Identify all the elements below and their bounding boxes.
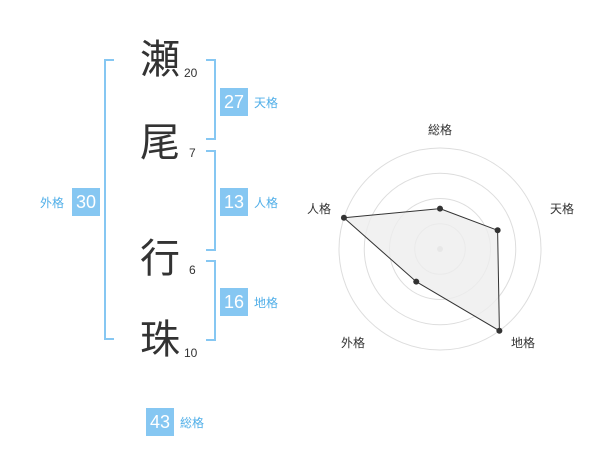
radar-axis-label-soukaku: 総格 xyxy=(428,123,453,137)
radar-point xyxy=(496,327,503,334)
chikaku-bracket xyxy=(206,260,216,341)
name-char-1-strokes: 20 xyxy=(184,66,198,80)
radar-axis-label-chikaku: 地格 xyxy=(511,336,536,350)
radar-series-polygon xyxy=(342,208,500,332)
name-char-2-strokes: 7 xyxy=(189,146,196,160)
gaikaku-value: 30 xyxy=(72,188,100,216)
gaikaku-bracket xyxy=(104,59,114,340)
name-char-3: 行 xyxy=(140,236,180,282)
radar-grid-ring xyxy=(338,147,542,351)
tenkaku-value: 27 xyxy=(220,88,248,116)
chikaku-label: 地格 xyxy=(254,296,279,310)
tenkaku-bracket xyxy=(206,59,216,140)
radar-point xyxy=(494,227,501,234)
name-char-1: 瀬 xyxy=(140,37,180,83)
name-char-4: 珠 xyxy=(140,317,180,363)
jinkaku-label: 人格 xyxy=(254,196,279,210)
radar-axis-label-gaikaku: 外格 xyxy=(341,336,366,350)
radar-axis-label-tenkaku: 天格 xyxy=(550,202,575,216)
radar-grid-ring xyxy=(363,172,517,326)
tenkaku-label: 天格 xyxy=(254,96,279,110)
chikaku-value: 16 xyxy=(220,288,248,316)
radar-point xyxy=(437,205,443,212)
radar-point xyxy=(413,278,420,285)
soukaku-label: 総格 xyxy=(180,416,205,430)
name-char-2: 尾 xyxy=(140,120,180,166)
jinkaku-bracket xyxy=(206,150,216,251)
jinkaku-value: 13 xyxy=(220,188,248,216)
name-char-3-strokes: 6 xyxy=(189,263,196,277)
soukaku-value: 43 xyxy=(146,408,174,436)
radar-axis-label-jinkaku: 人格 xyxy=(307,202,332,216)
gaikaku-label: 外格 xyxy=(40,196,65,210)
name-char-4-strokes: 10 xyxy=(184,346,198,360)
radar-point xyxy=(340,214,347,221)
